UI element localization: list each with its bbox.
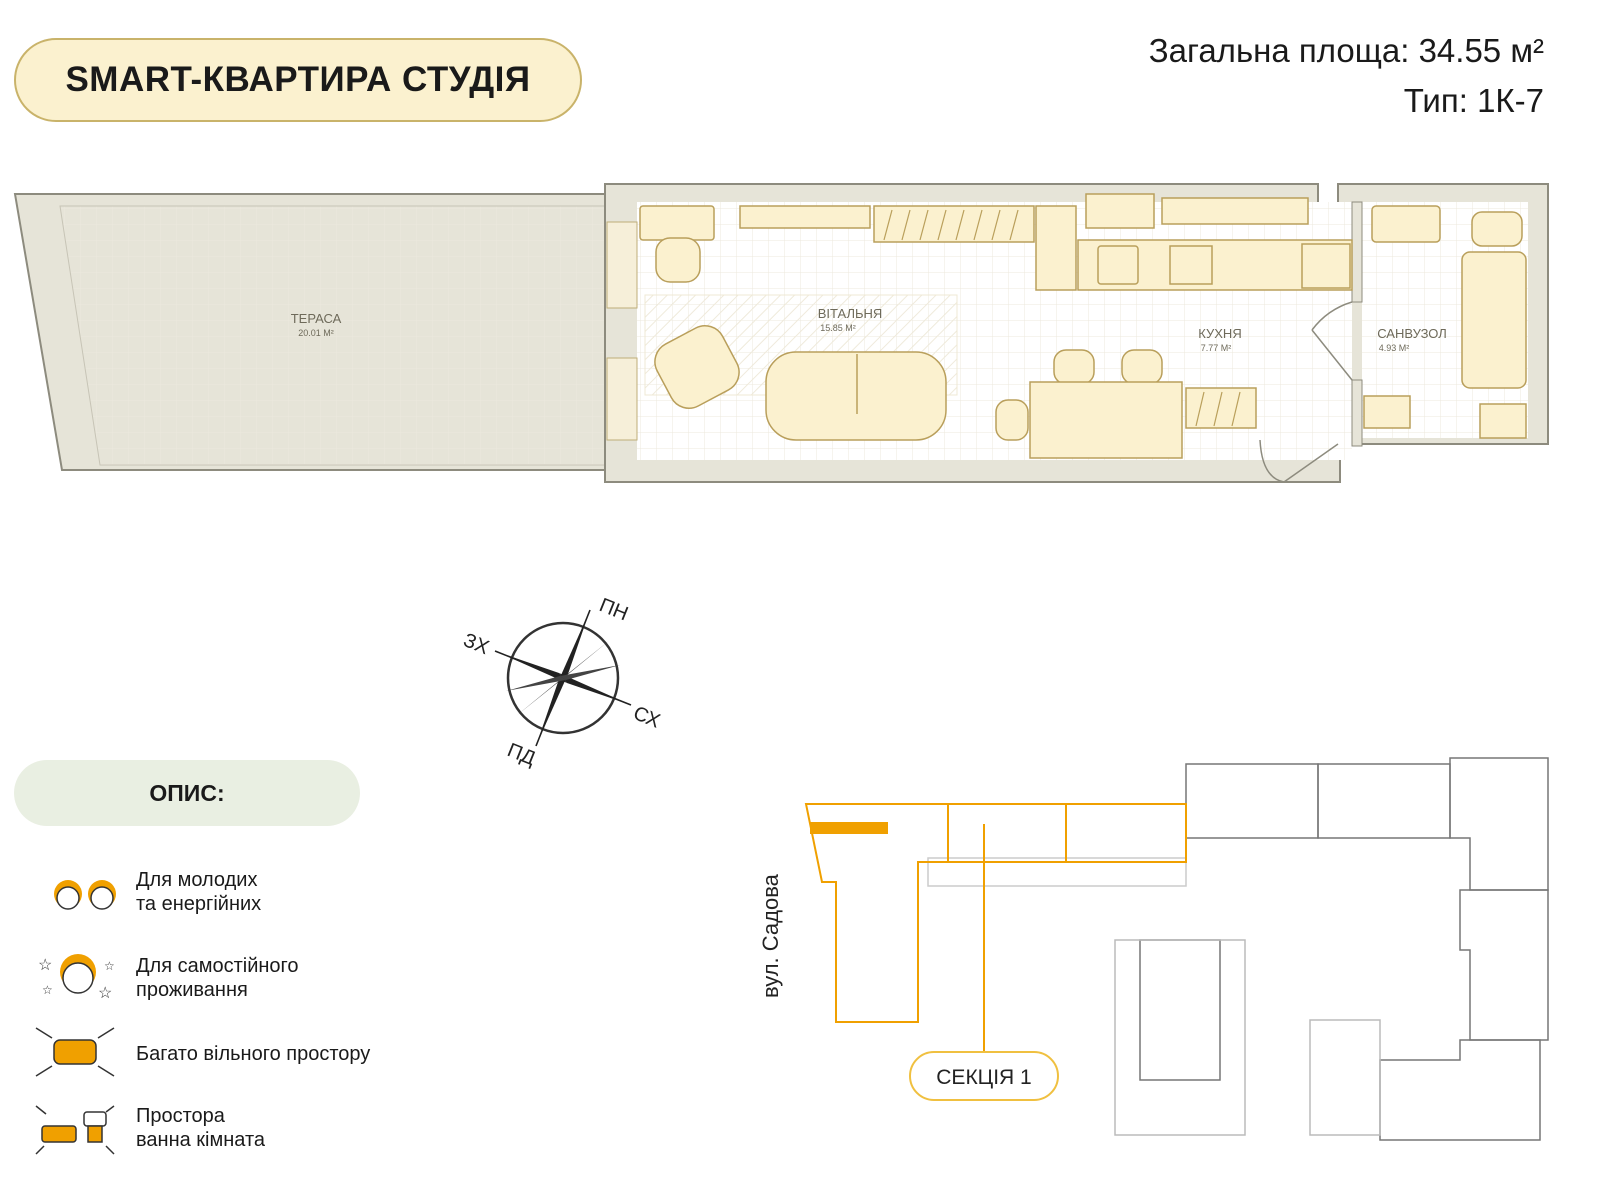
living-label: ВІТАЛЬНЯ (818, 306, 883, 321)
bathroom-area: 4.93 М² (1379, 343, 1410, 353)
kitchen-label: КУХНЯ (1198, 326, 1241, 341)
total-area: Загальна площа: 34.55 м² (1148, 32, 1544, 69)
compass-rose: ПН СХ ПД ЗХ (460, 594, 663, 770)
bathroom-label: САНВУЗОЛ (1377, 326, 1447, 341)
svg-text:☆: ☆ (38, 957, 52, 974)
compass-north: ПН (596, 594, 631, 625)
page-title: SMART-КВАРТИРА СТУДІЯ (14, 38, 582, 122)
expand-space-icon (35, 1027, 115, 1077)
compass-south: ПД (504, 739, 539, 770)
feature-space: Багато вільного простору (136, 1043, 371, 1065)
living-area: 15.85 М² (820, 323, 856, 333)
svg-text:☆: ☆ (98, 985, 112, 1002)
section-pill (909, 1051, 1059, 1101)
site-buildings (927, 757, 1549, 1141)
site-plan: вул. Садова СЕКЦІЯ 1 (758, 757, 1549, 1141)
wardrobe-hatch (883, 209, 1241, 427)
bath-icon (35, 1105, 115, 1155)
street-label: вул. Садова (758, 873, 783, 998)
person-stars-icon: ☆ ☆ ☆ ☆ (38, 954, 115, 1002)
doors (1259, 301, 1353, 483)
apartment-highlight (810, 822, 888, 834)
svg-text:☆: ☆ (42, 983, 53, 997)
terrace-area: 20.01 М² (298, 328, 334, 338)
compass-east: СХ (630, 702, 663, 732)
kitchen-area: 7.77 М² (1201, 343, 1232, 353)
section-label: СЕКЦІЯ 1 (936, 1066, 1031, 1089)
floor-plan: ТЕРАСА 20.01 М² ВІТАЛЬНЯ 15.85 М² КУХНЯ … (13, 183, 1549, 483)
description-heading: ОПИС: (14, 760, 360, 826)
compass-west: ЗХ (460, 629, 492, 659)
people-icon (54, 880, 116, 910)
svg-text:☆: ☆ (104, 959, 115, 973)
furniture (639, 193, 1527, 459)
terrace (13, 193, 606, 471)
section-1-outline (804, 803, 1187, 1054)
terrace-label: ТЕРАСА (291, 311, 342, 326)
apartment-type: Тип: 1К-7 (1403, 82, 1544, 119)
